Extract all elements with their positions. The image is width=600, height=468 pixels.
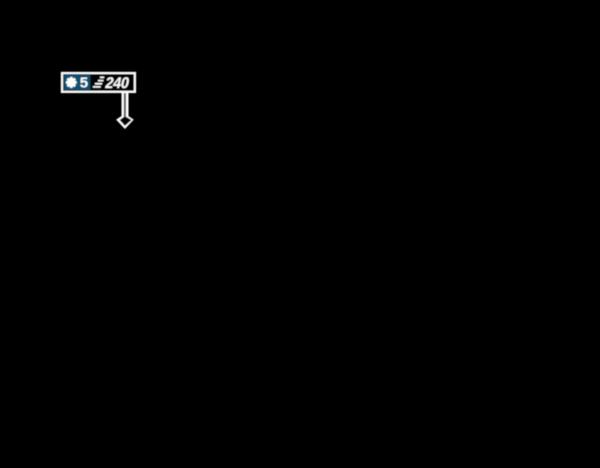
svg-text:240: 240 <box>104 75 131 92</box>
svg-text:5: 5 <box>80 75 88 92</box>
